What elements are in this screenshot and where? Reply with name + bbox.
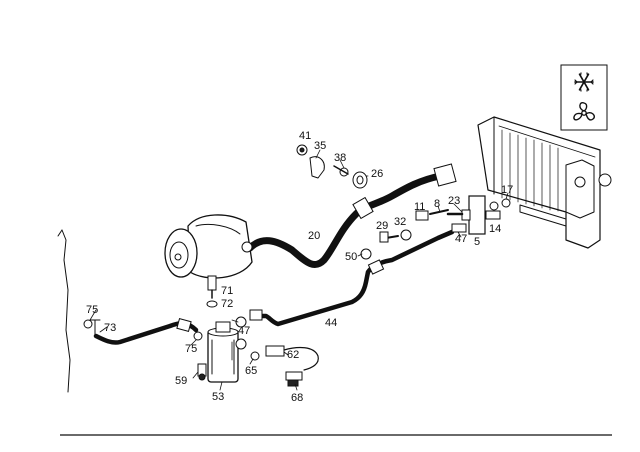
callout-5: 5 (474, 236, 480, 248)
pressure-line (249, 229, 455, 327)
callout-20: 20 (308, 230, 320, 242)
callout-75-lower: 75 (185, 343, 197, 355)
callouts: 41 35 38 26 20 11 8 23 17 32 29 47 5 14 … (86, 130, 513, 404)
callout-44: 44 (325, 317, 337, 329)
callout-72: 72 (221, 298, 233, 310)
evaporator-housing (477, 116, 612, 249)
callout-8: 8 (434, 198, 440, 210)
callout-53: 53 (212, 391, 224, 403)
callout-11: 11 (414, 201, 425, 213)
callout-59: 59 (175, 375, 187, 387)
callout-41: 41 (299, 130, 311, 142)
callout-23: 23 (448, 195, 460, 207)
snowflake-icon (574, 72, 594, 92)
callout-17: 17 (501, 184, 513, 196)
callout-35: 35 (314, 140, 326, 152)
fittings (83, 144, 449, 387)
callout-38: 38 (334, 152, 346, 164)
callout-75-left: 75 (86, 304, 98, 316)
legend-box (560, 64, 608, 131)
callout-68: 68 (291, 392, 303, 404)
callout-65: 65 (245, 365, 257, 377)
callout-14: 14 (489, 223, 501, 235)
callout-26: 26 (371, 168, 383, 180)
leader-lines (89, 149, 509, 391)
fan-icon (573, 101, 595, 121)
callout-73: 73 (104, 322, 116, 334)
callout-47-lower: 47 (238, 325, 250, 337)
suction-hose (241, 163, 457, 268)
liquid-line (89, 318, 199, 345)
callout-29: 29 (376, 220, 388, 232)
frame-lines (57, 229, 612, 436)
callout-50: 50 (345, 251, 357, 263)
callout-62: 62 (287, 349, 299, 361)
callout-32: 32 (394, 216, 406, 228)
callout-71: 71 (221, 285, 233, 297)
expansion-valve (446, 195, 511, 235)
receiver-drier (197, 321, 247, 383)
callout-47-upper: 47 (455, 233, 467, 245)
compressor (164, 214, 253, 279)
